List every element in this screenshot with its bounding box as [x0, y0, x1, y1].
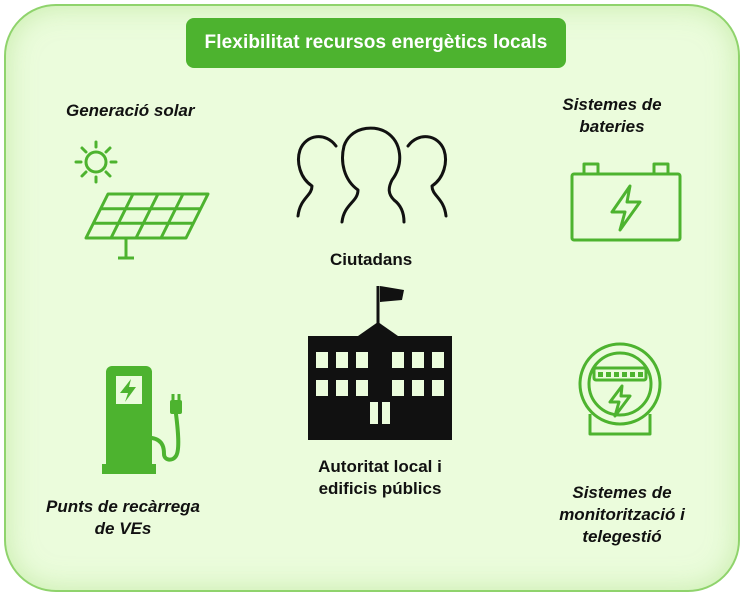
building-icon — [308, 286, 452, 440]
citizens-label: Ciutadans — [330, 250, 413, 269]
monitoring-label-line1: Sistemes de — [572, 483, 672, 502]
ev-label: Punts de recàrrega de VEs — [30, 496, 216, 540]
batteries-label-line1: Sistemes de — [562, 95, 662, 114]
ev-charger-icon — [102, 366, 182, 474]
battery-icon — [570, 162, 682, 242]
monitoring-label: Sistemes de monitorització i telegestió — [530, 482, 714, 548]
batteries-label-line2: bateries — [579, 117, 645, 136]
solar-label: Generació solar — [66, 101, 195, 120]
diagram-panel — [4, 4, 740, 592]
authority-label-line1: Autoritat local i — [318, 457, 442, 476]
solar-panel-icon — [74, 140, 210, 260]
ev-label-line1: Punts de recàrrega — [45, 497, 200, 516]
smart-meter-icon — [578, 342, 662, 436]
monitoring-label-line2: monitorització i — [559, 505, 685, 524]
people-icon — [296, 126, 448, 224]
monitoring-label-line3: telegestió — [582, 527, 662, 546]
ev-label-line2: de VEs — [94, 519, 152, 538]
authority-label: Autoritat local i edificis públics — [282, 456, 478, 500]
batteries-label: Sistemes de bateries — [562, 94, 662, 138]
authority-label-line2: edificis públics — [318, 479, 442, 498]
diagram-title: Flexibilitat recursos energètics locals — [186, 18, 566, 68]
